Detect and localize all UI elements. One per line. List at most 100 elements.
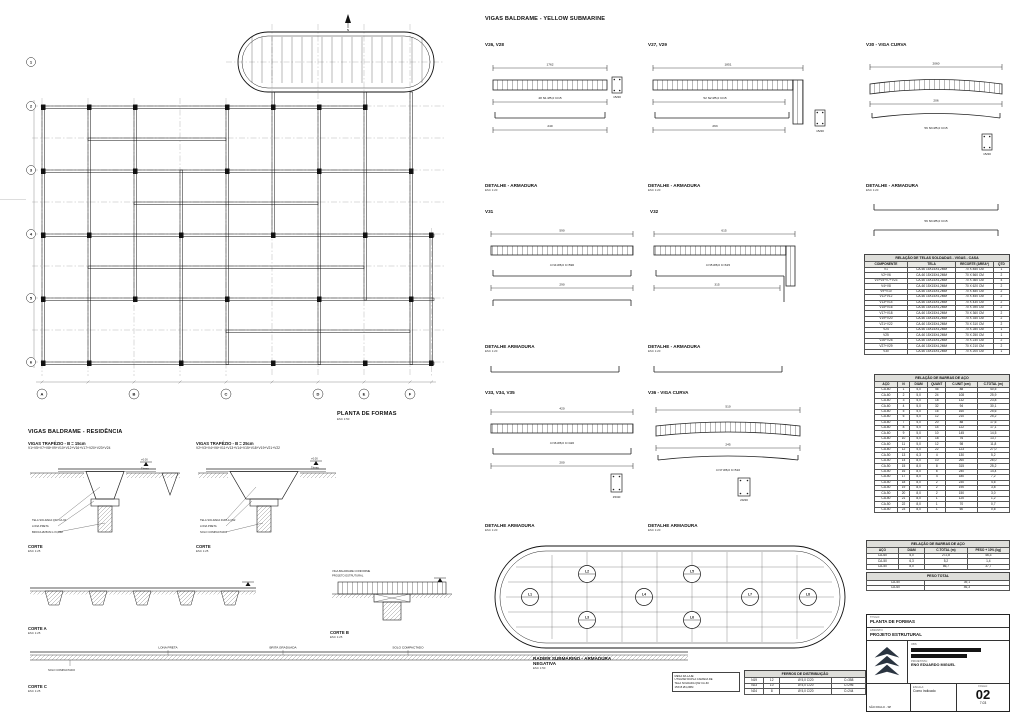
sheet-number: 02 bbox=[975, 687, 991, 703]
plan-scale: ESC 1:50 bbox=[337, 417, 350, 421]
slab-callout: L5 bbox=[690, 570, 694, 574]
grid-letter: C bbox=[225, 392, 228, 397]
middle-heading: VIGAS BALDRAME - YELLOW SUBMARINE bbox=[485, 16, 605, 22]
rebar-callout: 56 N3 Ø5,0 C/15 bbox=[924, 126, 947, 130]
titleblock-middle: OBS: PROJETISTA: ENG EDUARDO MIGUEL bbox=[867, 641, 1009, 684]
beam-elevation-v32: 615 4 N5 Ø8,0 C=615 315 bbox=[653, 229, 796, 302]
grid-number: 5 bbox=[30, 296, 33, 301]
section-heading: VIGAS BALDRAME - RESIDÊNCIA bbox=[28, 429, 123, 435]
detail-title: DETALHE - ARMADURA bbox=[485, 183, 538, 188]
grid-number: 3 bbox=[30, 168, 33, 173]
dim-label: 290 bbox=[559, 283, 564, 287]
sheet-fold-mark bbox=[0, 199, 26, 200]
plan-title-block: PLANTA DE FORMAS ESC 1:50 bbox=[337, 411, 397, 421]
detail-label-v26-v28: V26, V28 bbox=[485, 42, 504, 47]
telas-soldadas-table: RELAÇÃO DE TELAS SOLDADAS - VIGAS - CASA… bbox=[864, 254, 1011, 356]
north-label: N bbox=[347, 28, 349, 32]
corte-c-note: BRITA GRADUADA bbox=[269, 646, 297, 650]
detalhe-armadura-label-7: DETALHE ARMADURA ESC 1:20 bbox=[648, 523, 698, 532]
section-note: TELA SOLDADA Q92 CA-60 bbox=[32, 518, 67, 522]
corte-title: CORTE B bbox=[330, 630, 349, 635]
detalhe-armadura-label-6: DETALHE ARMADURA ESC 1:20 bbox=[485, 523, 535, 532]
beam-elevation-v30: 2060 206 56 N3 Ø5,0 C/15 15/40 bbox=[869, 62, 1003, 156]
rebar-callout: 56 N3 Ø5,0 C/15 bbox=[924, 219, 947, 223]
level-name: Térreo bbox=[311, 466, 319, 470]
section-note: BROCA Ø25CM L=6,00M bbox=[32, 530, 63, 534]
detail-label-v32: V32 bbox=[650, 209, 658, 214]
detail-title: DETALHE - ARMADURA bbox=[866, 183, 919, 188]
detail-title: V31 bbox=[485, 209, 494, 214]
escala-value: Como indicado bbox=[913, 689, 936, 694]
folha-cell: FOLHA: 02 7.03 bbox=[957, 684, 1009, 711]
corte-a-label: CORTE A ESC 1:25 bbox=[28, 626, 47, 635]
city-label: SÃO PAULO - SP bbox=[867, 684, 911, 711]
corte-scale: ESC 1:25 bbox=[28, 631, 41, 635]
corte-scale: ESC 1:25 bbox=[330, 635, 343, 639]
trapezio25-title: VIGAS TRAPÉZIO - B = 25cm bbox=[196, 441, 254, 446]
beam-elevation-v33-v35: 420 4 N6 Ø8,0 C=420 200 15/40 bbox=[490, 407, 634, 499]
corte-scale: ESC 1:25 bbox=[28, 549, 41, 553]
structural-plan-drawing: N bbox=[26, 14, 444, 400]
radier-plan-drawing: L1 L2 L3 L4 L5 L6 L7 L8 bbox=[494, 545, 846, 649]
level-name: Térreo bbox=[141, 467, 149, 471]
grid-letter: E bbox=[363, 392, 366, 397]
folha-label: FOLHA: bbox=[978, 685, 988, 688]
corte-a-drawing bbox=[30, 581, 256, 606]
detail-scale: ESC 1:20 bbox=[485, 349, 498, 353]
section-note: TELA SOLDADA DUPLA Q92 bbox=[200, 518, 236, 522]
note-line: 15X15 Ø4,2MM bbox=[674, 685, 694, 689]
titleblock-bottom: SÃO PAULO - SP ESCALA: Como indicado FOL… bbox=[867, 684, 1009, 711]
table-title: RELAÇÃO DE BARRAS DE AÇO bbox=[866, 540, 1010, 548]
submarine-pool-outline bbox=[237, 31, 435, 93]
dim-label: 1762 bbox=[547, 63, 554, 67]
note-line: UTILIZAR DUPLA CAMADA DE bbox=[674, 678, 713, 682]
dimension-lines bbox=[32, 60, 436, 384]
beam-lines bbox=[41, 91, 435, 365]
grid-lines bbox=[32, 24, 444, 376]
slab-callout: L2 bbox=[585, 570, 589, 574]
corte-c-note: SOLO COMPACTADO bbox=[48, 668, 75, 672]
dim-label: 263 bbox=[712, 124, 717, 128]
assunto-label: ASSUNTO: bbox=[870, 629, 884, 632]
detail-title: V32 bbox=[650, 209, 659, 214]
rebar-callout: 4 N7 Ø8,0 C=510 bbox=[716, 468, 740, 472]
trapezio25-list: V2+V3+V4+V6+V11+V13+V14+V15+V18+V19+V21+… bbox=[196, 446, 280, 450]
slab-callout: L7 bbox=[748, 593, 752, 597]
grid-number: 1 bbox=[30, 60, 33, 65]
level-label: +0.00 bbox=[311, 457, 318, 461]
rebar-detail-v32 bbox=[653, 366, 783, 373]
escala-cell: ESCALA: Como indicado bbox=[911, 684, 957, 711]
detail-label-v27-v29: V27, V29 bbox=[648, 42, 667, 47]
corte-title: CORTE A bbox=[28, 626, 47, 631]
grid-letter: A bbox=[41, 392, 44, 397]
corte-b-note: PROJETO ESTRUTURAL bbox=[332, 574, 364, 578]
rebar-callout: 4 N4 Ø8,0 C=590 bbox=[550, 263, 574, 267]
dim-label: 315 bbox=[714, 283, 719, 287]
grid-letter: D bbox=[317, 392, 320, 397]
grid-letter: F bbox=[409, 392, 412, 397]
radier-title: RADIER SUBMARINO - ARMADURA NEGATIVA ESC… bbox=[533, 656, 611, 670]
slab-callout: L3 bbox=[585, 616, 589, 620]
projetista-label: PROJETISTA: bbox=[911, 659, 928, 663]
dim-label: 510 bbox=[725, 405, 730, 409]
detail-title: V26, V28 bbox=[485, 42, 504, 47]
logo-container bbox=[867, 641, 908, 683]
beam-elevation-v36: 510 245 4 N7 Ø8,0 C=510 20/40 bbox=[655, 405, 801, 502]
detalhe-armadura-label-4: DETALHE ARMADURA ESC 1:20 bbox=[485, 344, 535, 353]
detalhe-armadura-label-5: DETALHE - ARMADURA ESC 1:20 bbox=[648, 344, 700, 353]
beam-elevation-v26-v28: 1762 48 N1 Ø5,0 C/15 240 15/40 bbox=[492, 63, 623, 133]
corte-b-label: CORTE B ESC 1:25 bbox=[330, 630, 349, 639]
dim-label: 206 bbox=[933, 99, 938, 103]
radier-scale: ESC 1:50 bbox=[533, 666, 546, 670]
left-section-heading: VIGAS BALDRAME - RESIDÊNCIA bbox=[28, 429, 123, 435]
slab-callout: L4 bbox=[642, 593, 646, 597]
slab-callout: L1 bbox=[528, 593, 532, 597]
beam-elevation-v31: 590 4 N4 Ø8,0 C=590 290 bbox=[490, 229, 634, 306]
rebar-callout: 52 N2 Ø5,0 C/15 bbox=[703, 96, 726, 100]
